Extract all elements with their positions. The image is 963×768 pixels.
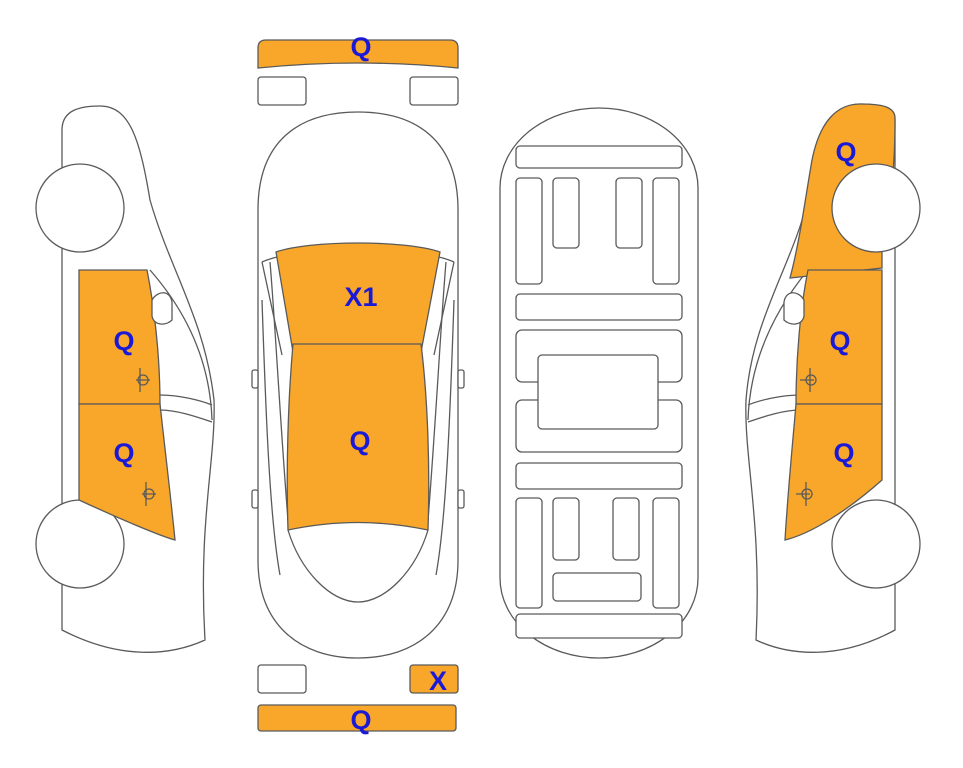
right-front-wheel[interactable] bbox=[831, 163, 921, 253]
mark-rear-bumper: Q bbox=[350, 705, 371, 735]
rear-right-trim[interactable] bbox=[409, 664, 459, 694]
left-side-view bbox=[35, 105, 215, 653]
mark-rear-right-trim: X bbox=[429, 666, 447, 696]
right-side-view bbox=[745, 103, 921, 653]
front-left-light[interactable] bbox=[257, 76, 307, 106]
mark-hood: X1 bbox=[344, 282, 377, 312]
top-view-car bbox=[251, 111, 465, 659]
rear-left-light[interactable] bbox=[257, 664, 307, 694]
right-rear-wheel[interactable] bbox=[831, 499, 921, 589]
mark-roof: Q bbox=[349, 426, 370, 456]
mark-right-rear-door: Q bbox=[833, 438, 854, 468]
hood[interactable] bbox=[275, 242, 441, 353]
front-bumper-group bbox=[257, 39, 459, 106]
damage-marks: Q X Q X1 Q Q Q Q Q Q bbox=[113, 32, 856, 735]
mark-front-bumper: Q bbox=[350, 32, 371, 62]
rear-bumper-group bbox=[257, 664, 459, 732]
right-rear-door[interactable] bbox=[784, 403, 883, 541]
rear-bumper[interactable] bbox=[257, 704, 457, 732]
mark-left-front-door: Q bbox=[113, 326, 134, 356]
left-front-wheel[interactable] bbox=[35, 163, 125, 253]
front-right-light[interactable] bbox=[409, 76, 459, 106]
mark-left-rear-door: Q bbox=[113, 438, 134, 468]
roof[interactable] bbox=[286, 343, 430, 531]
mark-right-front-fender: Q bbox=[835, 137, 856, 167]
underside-view bbox=[499, 107, 699, 659]
left-rear-door[interactable] bbox=[78, 403, 176, 541]
mark-right-front-door: Q bbox=[829, 326, 850, 356]
front-bumper[interactable] bbox=[257, 39, 459, 69]
